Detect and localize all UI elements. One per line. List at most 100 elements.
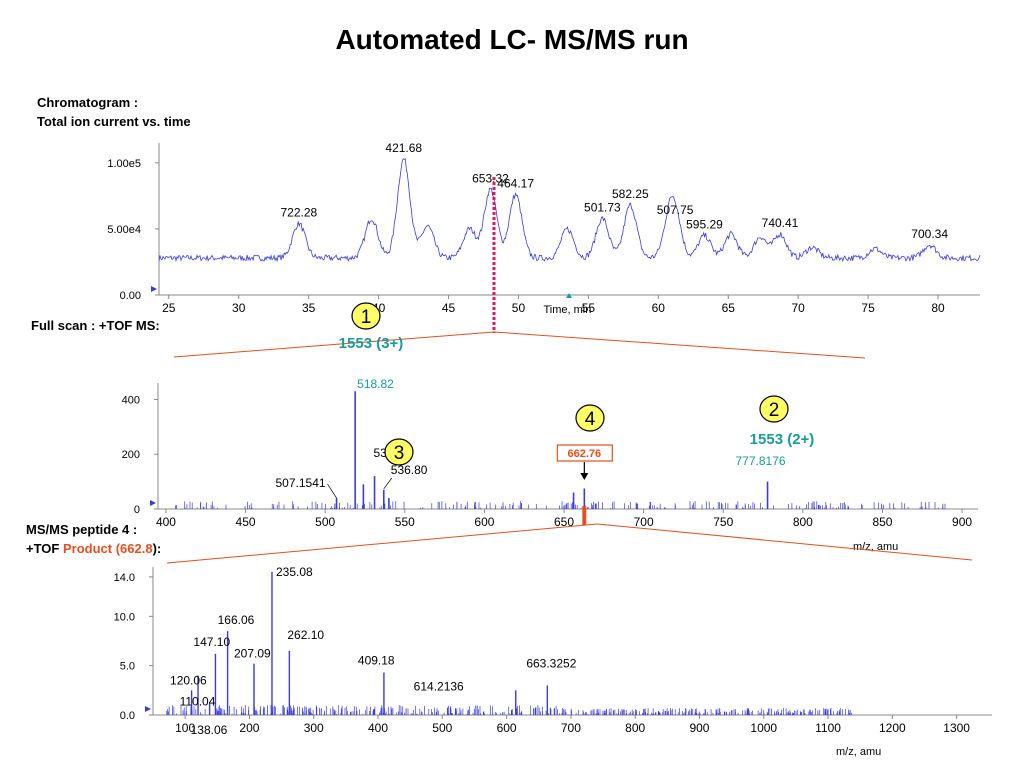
fullscan-peak-label: 536.80 [391, 463, 428, 477]
fullscan-callout-circle [575, 404, 605, 432]
msms-y-tick-label: 0.0 [120, 710, 135, 722]
fullscan-x-tick-label: 400 [156, 515, 176, 529]
chromatogram-x-tick-label: 50 [512, 301, 526, 315]
chromatogram-x-axis-label: Time, min [543, 304, 591, 316]
chromatogram-peak-label: 595.29 [686, 218, 723, 232]
msms-x-tick-label: 600 [497, 721, 517, 735]
chromatogram-y-tick-label: 0.00 [120, 290, 141, 302]
chromatogram-x-tick-label: 25 [162, 301, 176, 315]
chromatogram-x-tick-label: 60 [652, 301, 666, 315]
chromatogram-y-tick-label: 5.00e4 [107, 224, 141, 236]
fullscan-label-line1: Full scan : +TOF MS: [31, 318, 160, 333]
fullscan-callout-left [173, 331, 495, 358]
fullscan-precursor-marker [582, 506, 587, 525]
msms-callout-right [596, 523, 973, 561]
fullscan-y-tick-label: 200 [122, 449, 140, 461]
fullscan-callout-circle [351, 302, 381, 330]
chromatogram-x-tick-label: 75 [861, 301, 875, 315]
msms-x-axis-label: m/z, amu [836, 746, 881, 758]
chromatogram-peak-label: 507.75 [657, 203, 694, 217]
msms-x-tick-label: 1000 [750, 721, 777, 735]
msms-x-tick-label: 500 [432, 721, 452, 735]
msms-peak-label: 110.04 [180, 694, 216, 708]
msms-label-suffix: ): [152, 541, 162, 556]
msms-peak-label: 614.2136 [414, 679, 464, 693]
chromatogram-trace [158, 158, 981, 263]
fullscan-x-tick-label: 750 [713, 515, 733, 529]
chromatogram-x-tick-label: 70 [791, 301, 805, 315]
msms-x-tick-label: 300 [304, 721, 324, 735]
fullscan-charge-label: 1553 (2+) [750, 431, 815, 448]
chromatogram-x-tick-label: 65 [722, 301, 736, 315]
msms-label-highlight: Product (662.8 [62, 541, 153, 556]
msms-callout-left [166, 523, 598, 564]
chromatogram-peak-label: 722.28 [281, 206, 318, 220]
fullscan-peak-label: 777.8176 [736, 454, 786, 468]
msms-peak-label: 663.3252 [526, 656, 576, 670]
msms-peak-label: 166.06 [218, 613, 255, 627]
chromatogram-x-tick-label: 80 [931, 301, 945, 315]
fullscan-x-tick-label: 550 [395, 515, 415, 529]
chromatogram-label-line1: Chromatogram : [37, 95, 139, 110]
fullscan-x-tick-label: 600 [474, 515, 494, 529]
slide-title: Automated LC- MS/MS run [335, 24, 689, 55]
chromatogram-peak-label: 582.25 [612, 187, 649, 201]
msms-x-tick-label: 400 [368, 721, 388, 735]
fullscan-callout-circle [384, 438, 414, 466]
chromatogram-y-tick-label: 1.00e5 [107, 158, 141, 170]
chromatogram-peak-label: 464.17 [497, 177, 534, 191]
fullscan-charge-label: 1553 (3+) [339, 335, 404, 352]
fullscan-x-tick-label: 500 [315, 515, 335, 529]
chromatogram-x-tick-label: 30 [232, 301, 246, 315]
chromatogram-x-tick-label: 55 [582, 301, 596, 315]
msms-y-tick-label: 5.0 [120, 661, 135, 673]
msms-label: MS/MS peptide 4 : +TOF Product (662.8): [26, 520, 161, 558]
msms-x-tick-label: 200 [239, 721, 259, 735]
chromatogram-baseline-marker [151, 286, 157, 292]
fullscan-precursor-box [556, 444, 613, 462]
fullscan-peak-label: 53 [374, 446, 388, 460]
fullscan-x-tick-label: 650 [554, 515, 574, 529]
fullscan-leader-line [383, 477, 393, 490]
fullscan-callout-number: 3 [394, 443, 405, 464]
msms-x-tick-label: 100 [175, 721, 195, 735]
fullscan-x-tick-label: 700 [634, 515, 654, 529]
msms-peak-label: 409.18 [358, 654, 395, 668]
msms-x-tick-label: 700 [561, 721, 581, 735]
msms-peak-label: 120.06 [170, 674, 207, 688]
msms-peak-label: 207.09 [234, 647, 271, 661]
chromatogram-peak-label: 700.34 [911, 227, 948, 241]
fullscan-precursor-label: 662.76 [568, 448, 602, 460]
msms-peak-label: 262.10 [287, 628, 324, 642]
chromatogram-peak-label: 501.73 [584, 200, 621, 214]
msms-x-tick-label: 800 [625, 721, 645, 735]
msms-x-tick-label: 1100 [815, 721, 841, 735]
chromatogram-peak-label: 740.41 [762, 216, 799, 230]
msms-peak-label: 138.06 [191, 723, 228, 737]
fullscan-callout-right [493, 331, 866, 359]
fullscan-callout-number: 1 [361, 307, 372, 328]
chromatogram-peak-label: 421.68 [385, 141, 422, 155]
msms-label-line1: MS/MS peptide 4 : [26, 522, 138, 537]
fullscan-x-tick-label: 850 [872, 515, 892, 529]
fullscan-callout-number: 2 [769, 400, 780, 421]
msms-y-tick-label: 14.0 [114, 572, 135, 584]
chromatogram-peak-label: 653.32 [472, 171, 509, 185]
chromatogram-label: Chromatogram : Total ion current vs. tim… [37, 93, 191, 131]
fullscan-precursor-arrow-head [580, 473, 589, 480]
msms-peak-label: 235.08 [276, 565, 313, 579]
msms-peak-label: 147.10 [193, 635, 230, 649]
fullscan-x-tick-label: 800 [793, 515, 813, 529]
fullscan-y-tick-label: 400 [122, 394, 140, 406]
msms-label-line2: +TOF Product (662.8): [26, 539, 161, 558]
fullscan-baseline-marker [150, 500, 156, 506]
msms-x-tick-label: 900 [689, 721, 709, 735]
chromatogram-x-tick-label: 35 [302, 301, 316, 315]
fullscan-callout-circle [759, 395, 789, 423]
msms-baseline-marker [145, 706, 151, 712]
msms-x-tick-label: 1300 [943, 721, 970, 735]
fullscan-peak-label: 507.1541 [276, 476, 326, 490]
fullscan-label: Full scan : +TOF MS: [31, 316, 160, 335]
msms-y-tick-label: 10.0 [114, 611, 135, 623]
